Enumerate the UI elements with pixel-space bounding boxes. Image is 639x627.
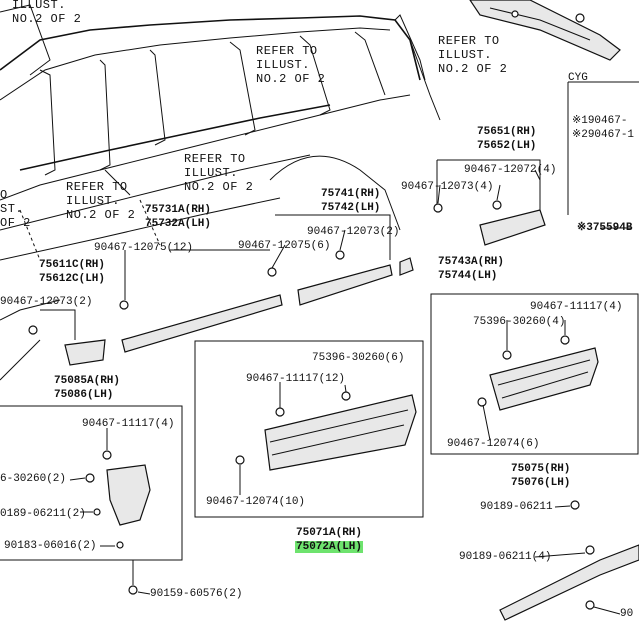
part-75075[interactable]: 75075(RH)	[511, 463, 571, 475]
vehicle-body-outline	[0, 4, 441, 381]
part-75396-30260-4[interactable]: 75396-30260(4)	[473, 316, 566, 328]
box-75085a	[0, 405, 183, 561]
part-90467-12074-6[interactable]: 90467-12074(6)	[447, 438, 540, 450]
ref-note-left: REFER TO ILLUST. NO.2 OF 2	[66, 180, 135, 222]
part-90183-06016-2[interactable]: 90183-06016(2)	[4, 540, 97, 552]
part-90467-12073-2-left[interactable]: 90467-12073(2)	[0, 296, 93, 308]
part-75731a[interactable]: 75731A(RH)	[145, 204, 212, 216]
ref-line: NO.2 OF 2	[184, 180, 254, 194]
ref-line: OF 2	[0, 216, 31, 230]
part-90159-60576-2[interactable]: 90159-60576(2)	[150, 588, 243, 600]
part-90467-12075-12[interactable]: 90467-12075(12)	[94, 242, 194, 254]
leader-lines	[69, 169, 632, 615]
part-75732a[interactable]: 75732A(LH)	[145, 218, 212, 230]
part-75744[interactable]: 75744(LH)	[438, 270, 498, 282]
part-75071a[interactable]: 75071A(RH)	[296, 527, 363, 539]
cyg-box	[567, 81, 639, 215]
part-75396-30260-6[interactable]: 75396-30260(6)	[312, 352, 405, 364]
highlight-marker: 75072A(LH)	[295, 541, 364, 553]
ref-line: REFER TO	[66, 180, 128, 194]
part-75594b[interactable]: ※375594B	[577, 222, 633, 234]
ref-note-topleft: ILLUST. NO.2 OF 2	[12, 0, 81, 26]
ref-line: REFER TO	[184, 152, 246, 166]
part-90467-11117-4-right[interactable]: 90467-11117(4)	[530, 301, 623, 313]
label-right-note-1[interactable]: ※190467-	[572, 115, 628, 127]
part-75651[interactable]: 75651(RH)	[477, 126, 537, 138]
box-75075	[430, 293, 639, 455]
part-75085a-body	[85, 450, 151, 595]
part-75743a	[399, 257, 414, 276]
moulding-75741	[267, 214, 393, 306]
part-90467-12072-4[interactable]: 90467-12072(4)	[464, 164, 557, 176]
part-75741[interactable]: 75741(RH)	[321, 188, 381, 200]
part-90467-11117-4-left[interactable]: 90467-11117(4)	[82, 418, 175, 430]
part-75076[interactable]: 75076(LH)	[511, 477, 571, 489]
ref-line: ILLUST.	[12, 0, 66, 12]
part-90467-12073-4[interactable]: 90467-12073(4)	[401, 181, 494, 193]
ref-note-top: REFER TO ILLUST. NO.2 OF 2	[256, 44, 325, 86]
bottom-right-strip	[499, 500, 639, 621]
part-90467-11117-12[interactable]: 90467-11117(12)	[246, 373, 346, 385]
part-90189-06211-right-1[interactable]: 90189-06211	[480, 501, 553, 513]
part-90-bottom[interactable]: 90	[620, 608, 634, 620]
part-75612c[interactable]: 75612C(LH)	[39, 273, 106, 285]
part-75071a-body	[235, 391, 417, 471]
ref-line: NO.2 OF 2	[12, 12, 82, 26]
ref-line: NO.2 OF 2	[66, 208, 136, 222]
ref-line: ILLUST.	[256, 58, 310, 72]
part-75742[interactable]: 75742(LH)	[321, 202, 381, 214]
ref-note-farleft: O ST. OF 2	[0, 188, 31, 230]
part-75611c[interactable]: 75611C(RH)	[39, 259, 106, 271]
part-90467-12073-2-right[interactable]: 90467-12073(2)	[307, 226, 400, 238]
ref-line: REFER TO	[256, 44, 318, 58]
part-75652[interactable]: 75652(LH)	[477, 140, 537, 152]
part-90189-06211-right-2[interactable]: 90189-06211(4)	[459, 551, 552, 563]
part-75075-body	[477, 335, 599, 411]
part-75085a[interactable]: 75085A(RH)	[54, 375, 121, 387]
bracket-75651	[433, 159, 546, 246]
part-75086[interactable]: 75086(LH)	[54, 389, 114, 401]
part-90467-12074-10[interactable]: 90467-12074(10)	[206, 496, 306, 508]
part-75743a[interactable]: 75743A(RH)	[438, 256, 505, 268]
label-cyg: CYG	[568, 72, 588, 84]
moulding-75731a	[119, 249, 283, 353]
ref-line: ILLUST.	[66, 194, 120, 208]
ref-note-topright: REFER TO ILLUST. NO.2 OF 2	[438, 34, 507, 76]
part-30260-2[interactable]: 6-30260(2)	[0, 473, 67, 485]
part-90189-06211-2[interactable]: 0189-06211(2)	[0, 508, 86, 520]
ref-line: ST.	[0, 202, 24, 216]
part-75072a-highlighted[interactable]: 75072A(LH)	[295, 541, 364, 553]
ref-line: NO.2 OF 2	[256, 72, 326, 86]
ref-line: NO.2 OF 2	[438, 62, 508, 76]
ref-note-center: REFER TO ILLUST. NO.2 OF 2	[184, 152, 253, 194]
top-bracket-part	[469, 0, 621, 61]
label-right-note-2[interactable]: ※290467-1	[572, 129, 635, 141]
ref-line: O	[0, 188, 8, 202]
ref-line: ILLUST.	[184, 166, 238, 180]
ref-line: ILLUST.	[438, 48, 492, 62]
box-75071a	[194, 340, 424, 518]
ref-line: REFER TO	[438, 34, 500, 48]
part-90467-12075-6[interactable]: 90467-12075(6)	[238, 240, 331, 252]
part-75611c	[28, 309, 106, 366]
